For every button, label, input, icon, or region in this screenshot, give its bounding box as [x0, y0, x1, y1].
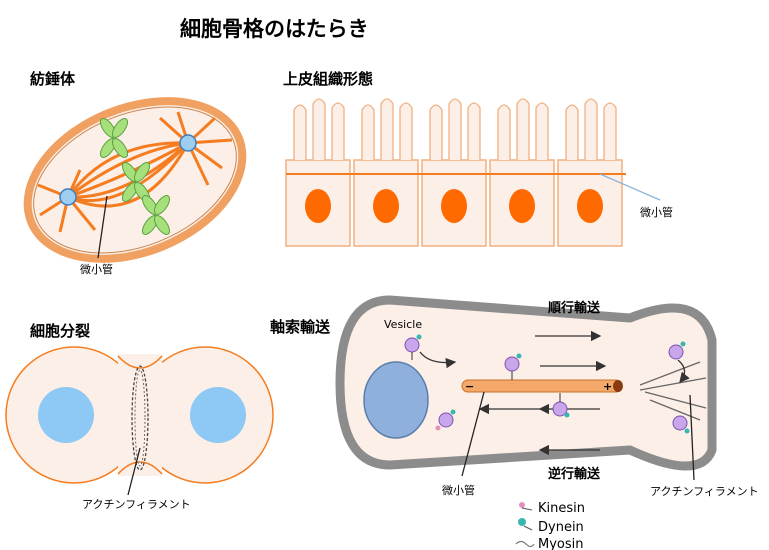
- spindle-heading: 紡錘体: [30, 70, 76, 88]
- axon-heading: 軸索輸送: [270, 318, 331, 336]
- kinesin-icon: [519, 502, 533, 511]
- division-label-line: [127, 447, 141, 496]
- chromosomes: [99, 118, 171, 235]
- axon-nucleus: [363, 361, 429, 439]
- vesicle-dynein-2: [435, 409, 456, 431]
- centrosome-right: [179, 134, 197, 152]
- division-actin-label: アクチンフィラメント: [82, 498, 191, 511]
- vesicle-dynein-1: [552, 393, 570, 418]
- division-heading: 細胞分裂: [30, 322, 90, 340]
- vesicle-myosin-2: [672, 415, 690, 434]
- dynein-icon: [518, 518, 533, 531]
- transport-arrows: [419, 330, 690, 456]
- legend-myosin: Myosin: [538, 537, 584, 550]
- dividing-cell: [5, 346, 274, 484]
- nucleus-left: [38, 387, 94, 443]
- epithelium-microtubule-label: 微小管: [640, 205, 673, 219]
- vesicle-label: Vesicle: [384, 318, 422, 331]
- vesicles: [404, 334, 690, 434]
- spindle-label-line: [97, 195, 108, 259]
- minus-end: −: [465, 380, 474, 393]
- epithelium-heading: 上皮組織形態: [283, 70, 373, 88]
- axon-actin-label: アクチンフィラメント: [650, 485, 759, 498]
- legend-dynein: Dynein: [538, 520, 584, 535]
- contractile-ring: [131, 365, 149, 471]
- epithelial-nuclei: [305, 189, 603, 223]
- anterograde-label: 順行輸送: [548, 300, 601, 316]
- axon-actin-label-line: [689, 394, 695, 481]
- legend-kinesin: Kinesin: [538, 501, 585, 516]
- legend: Kinesin Dynein Myosin: [515, 501, 585, 550]
- epithelium-label-line: [599, 173, 661, 201]
- epithelial-cells: [285, 98, 626, 247]
- plus-end: +: [603, 380, 612, 393]
- axon-neuron: − +: [335, 295, 717, 471]
- retrograde-label: 逆行輸送: [548, 466, 601, 482]
- myosin-icon: [515, 540, 535, 548]
- vesicle-myosin-1: [668, 341, 686, 360]
- spindle-cell: [23, 97, 247, 263]
- axon-microtubule: [461, 379, 623, 393]
- axon-microtubule-label: 微小管: [442, 483, 475, 497]
- axon-actin-filaments: [639, 361, 707, 421]
- axon-microtubule-label-line: [461, 391, 485, 477]
- spindle-microtubule-label: 微小管: [80, 262, 113, 276]
- figure-title: 細胞骨格のはたらき: [180, 17, 369, 41]
- vesicle-kinesin-2: [504, 353, 522, 380]
- nucleus-right: [190, 387, 246, 443]
- centrosome-left: [59, 188, 77, 206]
- vesicle-kinesin-1: [404, 334, 422, 360]
